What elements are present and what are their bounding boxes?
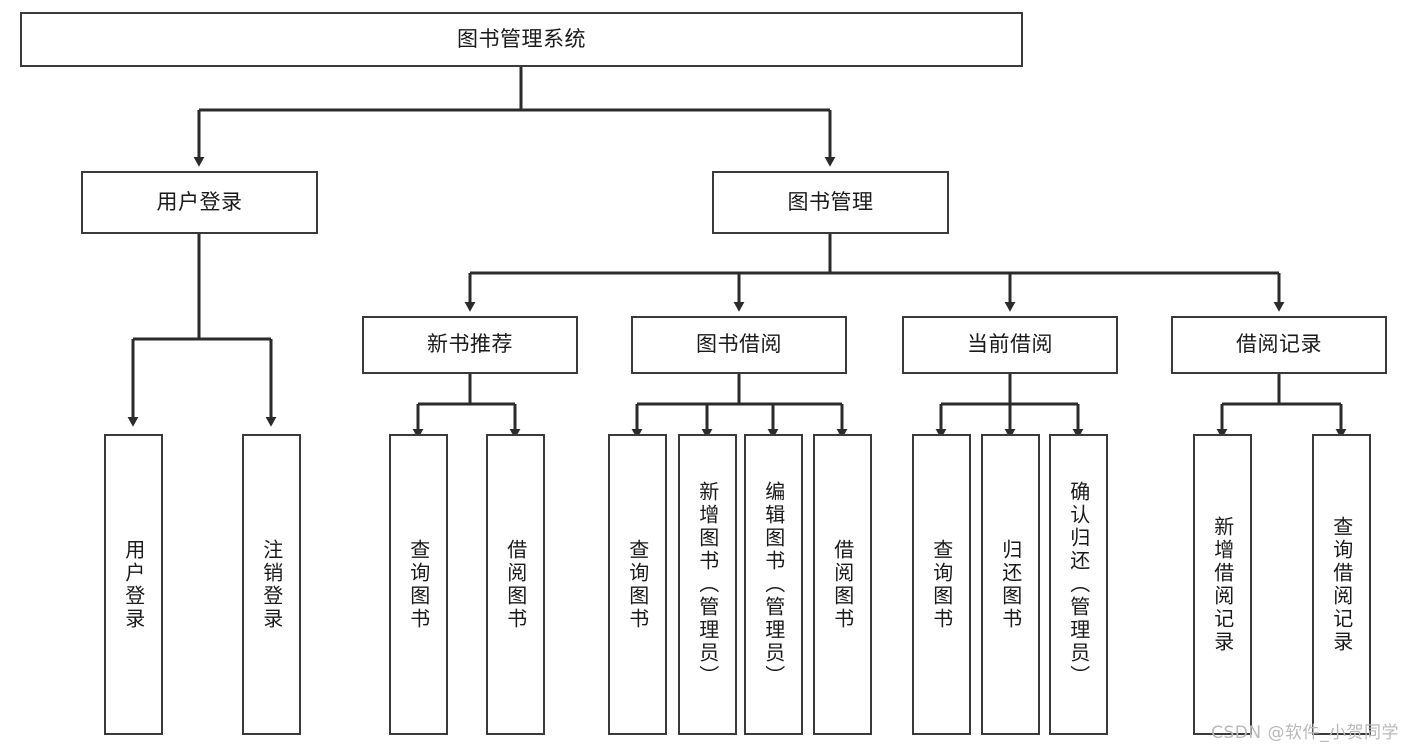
node-leaf-logout[interactable]: 注销登录 [242, 434, 301, 735]
node-leaf-query-borrow-record-label: 查询借阅记录 [1329, 515, 1354, 654]
csdn-watermark: CSDN @软件_小贺同学 [1211, 723, 1399, 743]
node-book-borrow[interactable]: 图书借阅 [631, 316, 847, 374]
node-leaf-edit-book-label: 编辑图书（管理员） [761, 481, 786, 688]
node-root-label: 图书管理系统 [457, 26, 586, 51]
node-leaf-query-book-1[interactable]: 查询图书 [389, 434, 448, 735]
node-leaf-query-book-2-label: 查询图书 [625, 538, 650, 631]
node-root[interactable]: 图书管理系统 [20, 12, 1023, 67]
node-leaf-query-borrow-record[interactable]: 查询借阅记录 [1312, 434, 1371, 735]
node-leaf-confirm-return[interactable]: 确认归还（管理员） [1049, 434, 1108, 735]
node-borrow-record-label: 借阅记录 [1236, 332, 1322, 357]
node-current-borrow[interactable]: 当前借阅 [902, 316, 1118, 374]
node-leaf-logout-label: 注销登录 [259, 538, 284, 631]
node-leaf-query-book-1-label: 查询图书 [406, 538, 431, 631]
node-current-borrow-label: 当前借阅 [967, 332, 1053, 357]
node-leaf-confirm-return-label: 确认归还（管理员） [1066, 481, 1091, 688]
node-leaf-add-book-label: 新增图书（管理员） [695, 481, 720, 688]
node-leaf-borrow-book-1-label: 借阅图书 [503, 538, 528, 631]
node-user-login[interactable]: 用户登录 [81, 171, 318, 234]
node-book-manage[interactable]: 图书管理 [712, 171, 949, 234]
node-leaf-add-book[interactable]: 新增图书（管理员） [678, 434, 737, 735]
node-leaf-borrow-book-2-label: 借阅图书 [830, 538, 855, 631]
node-borrow-record[interactable]: 借阅记录 [1171, 316, 1387, 374]
node-leaf-return-book-label: 归还图书 [998, 538, 1023, 631]
node-leaf-user-login-label: 用户登录 [121, 538, 146, 631]
node-book-borrow-label: 图书借阅 [696, 332, 782, 357]
node-book-manage-label: 图书管理 [787, 189, 874, 214]
node-new-book-recommend-label: 新书推荐 [427, 332, 513, 357]
node-leaf-borrow-book-1[interactable]: 借阅图书 [486, 434, 545, 735]
node-leaf-query-book-2[interactable]: 查询图书 [608, 434, 667, 735]
node-leaf-add-borrow-record[interactable]: 新增借阅记录 [1193, 434, 1252, 735]
node-leaf-query-book-3[interactable]: 查询图书 [912, 434, 971, 735]
node-leaf-return-book[interactable]: 归还图书 [981, 434, 1040, 735]
node-new-book-recommend[interactable]: 新书推荐 [362, 316, 578, 374]
node-leaf-query-book-3-label: 查询图书 [929, 538, 954, 631]
node-user-login-label: 用户登录 [156, 189, 243, 214]
node-leaf-add-borrow-record-label: 新增借阅记录 [1210, 515, 1235, 654]
node-leaf-user-login[interactable]: 用户登录 [104, 434, 163, 735]
node-leaf-edit-book[interactable]: 编辑图书（管理员） [744, 434, 803, 735]
node-leaf-borrow-book-2[interactable]: 借阅图书 [813, 434, 872, 735]
